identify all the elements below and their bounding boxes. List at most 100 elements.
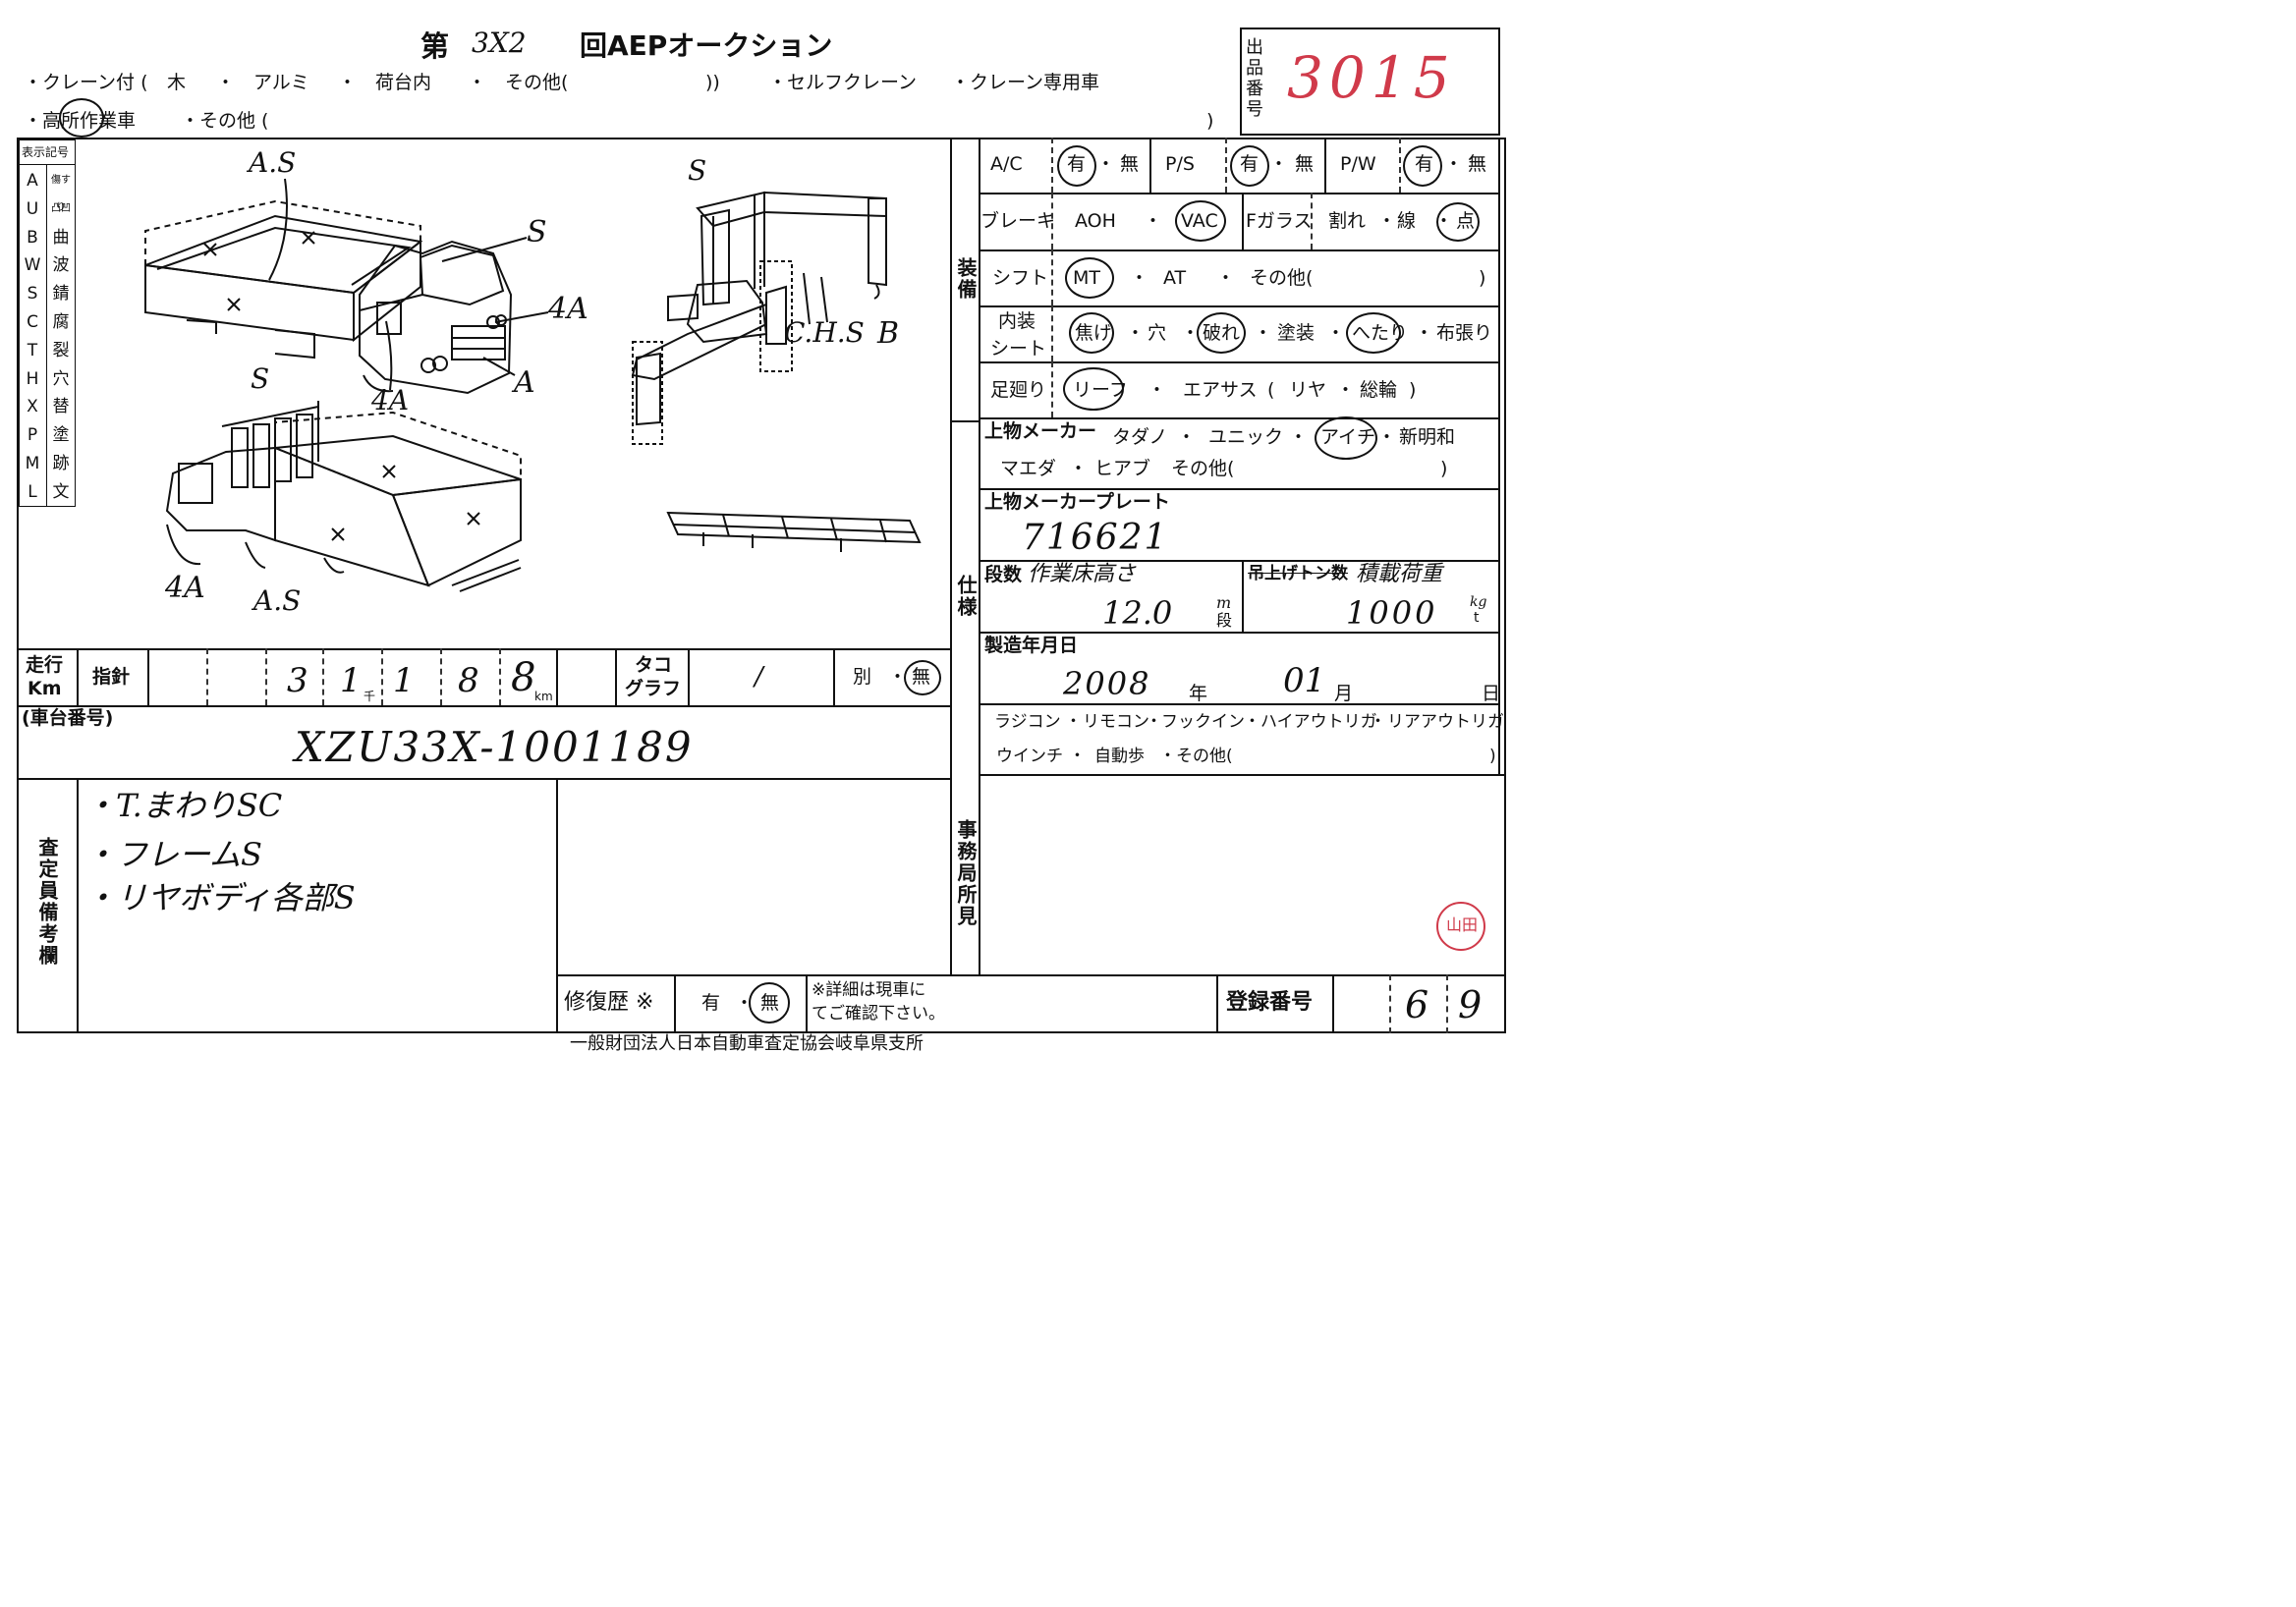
legend-meaning: 塗 <box>52 425 70 446</box>
mileage-label-1: 走行 <box>26 654 64 676</box>
separator: ・ <box>1444 153 1464 175</box>
option-rear-outrigger: リアアウトリガ <box>1387 712 1504 732</box>
interior-label: 内装 <box>998 310 1036 332</box>
frame-diagram <box>666 511 922 552</box>
title-suffix: 回AEPオークション <box>580 29 833 62</box>
divider <box>688 648 690 705</box>
seal-stamp: 山田 <box>1436 902 1485 951</box>
crane-option-other: その他( <box>505 72 569 93</box>
divider <box>950 420 980 422</box>
divider <box>1311 193 1313 249</box>
suspension-selected-circle <box>1063 367 1124 411</box>
suspension-rear: リヤ <box>1289 379 1327 401</box>
separator: ・ <box>1289 426 1309 448</box>
divider <box>1225 138 1227 193</box>
brake-selected-circle <box>1175 200 1226 242</box>
repair-yes: 有 <box>701 992 721 1014</box>
divider <box>1242 560 1244 632</box>
damage-mark: 4A <box>548 292 588 326</box>
separator: ・ <box>1069 458 1089 479</box>
legend-code: W <box>24 255 41 276</box>
divider <box>499 648 501 705</box>
registration-digit: 6 <box>1405 983 1429 1026</box>
separator: ・ <box>888 666 908 688</box>
separator: ・ <box>468 72 487 93</box>
day-unit: 日 <box>1482 683 1501 704</box>
maker-selected-circle <box>1315 416 1377 460</box>
lift-unit-bottom: t <box>1474 610 1480 626</box>
divider <box>1389 974 1391 1033</box>
mfg-year: 2008 <box>1063 665 1151 702</box>
glass-selected-circle <box>1436 202 1480 242</box>
divider <box>381 648 383 705</box>
damage-mark: A <box>514 365 535 400</box>
legend-meaning: 文 <box>52 481 70 502</box>
separator: ・ <box>338 72 358 93</box>
paren-close: )) <box>705 72 720 93</box>
maker-label: 上物メーカー <box>984 420 1097 442</box>
crane-diagram <box>631 191 887 445</box>
paren-close: ) <box>1489 747 1496 766</box>
leader-line <box>268 178 288 281</box>
legend-code: H <box>26 368 39 389</box>
damage-mark: C.H.S <box>784 316 865 349</box>
separator: ・ <box>1144 210 1163 232</box>
separator: ・ <box>1069 747 1086 766</box>
lot-number: 3015 <box>1287 44 1456 111</box>
separator: ・ <box>1181 322 1201 344</box>
divider <box>950 138 952 974</box>
crane-only-option: ・クレーン専用車 <box>951 72 1100 93</box>
thousand-unit: 千 <box>364 690 376 703</box>
option-other: ・その他( <box>1159 747 1233 766</box>
separator: ・ <box>1096 153 1116 175</box>
separator: ・ <box>1370 712 1386 732</box>
separator: ・ <box>1148 379 1167 401</box>
pw-no: 無 <box>1468 153 1487 175</box>
maker-tadano: タダノ <box>1112 426 1168 448</box>
tacho-value: / <box>755 662 763 692</box>
self-crane-option: ・セルフクレーン <box>768 72 918 93</box>
separator: ・ <box>1254 322 1273 344</box>
separator: ・ <box>1326 322 1346 344</box>
divider <box>979 632 1499 634</box>
divider <box>265 648 267 705</box>
lot-label-char: 番 <box>1246 79 1263 99</box>
legend-meaning: 穴 <box>52 368 70 389</box>
other-none-circle <box>904 660 941 695</box>
legend-meaning: 錆 <box>52 284 70 305</box>
damage-mark: B <box>877 316 900 351</box>
ps-selected-circle <box>1230 145 1269 187</box>
option-hookin: フックイン <box>1161 712 1245 732</box>
maker-hiab: ヒアブ <box>1094 458 1151 479</box>
ac-label: A/C <box>990 153 1023 175</box>
registration-digit: 9 <box>1458 983 1483 1026</box>
mfg-date-label: 製造年月日 <box>984 635 1079 656</box>
crane-option-aluminum: アルミ <box>253 72 309 93</box>
divider <box>950 774 952 974</box>
ps-no: 無 <box>1295 153 1315 175</box>
separator: ・ <box>1065 712 1082 732</box>
divider <box>979 560 1499 562</box>
legend-meaning: 裂 <box>52 340 70 360</box>
crane-option-bed: 荷台内 <box>375 72 432 93</box>
divider <box>322 648 324 705</box>
divider <box>1399 138 1401 193</box>
option-winch: ウインチ <box>996 747 1063 766</box>
divider <box>147 648 149 705</box>
crane-option-label: ・クレーン付 ( <box>24 72 148 93</box>
divider <box>979 305 1499 307</box>
divider <box>556 648 558 705</box>
lift-unit-top: kg <box>1470 594 1487 610</box>
legend-meaning: 腐 <box>52 312 70 332</box>
maker-maeda: マエダ <box>1000 458 1057 479</box>
divider <box>1446 974 1448 1033</box>
chassis-number: XZU33X-1001189 <box>295 723 694 771</box>
office-opinion-label: 事務局所見 <box>954 819 978 927</box>
stage-unit-bottom: 段 <box>1216 611 1233 630</box>
divider <box>979 361 1499 363</box>
separator: ・ <box>1415 322 1434 344</box>
divider <box>440 648 442 705</box>
title-prefix: 第 <box>420 29 450 63</box>
paren-close: ) <box>1409 379 1417 401</box>
divider <box>206 648 208 705</box>
